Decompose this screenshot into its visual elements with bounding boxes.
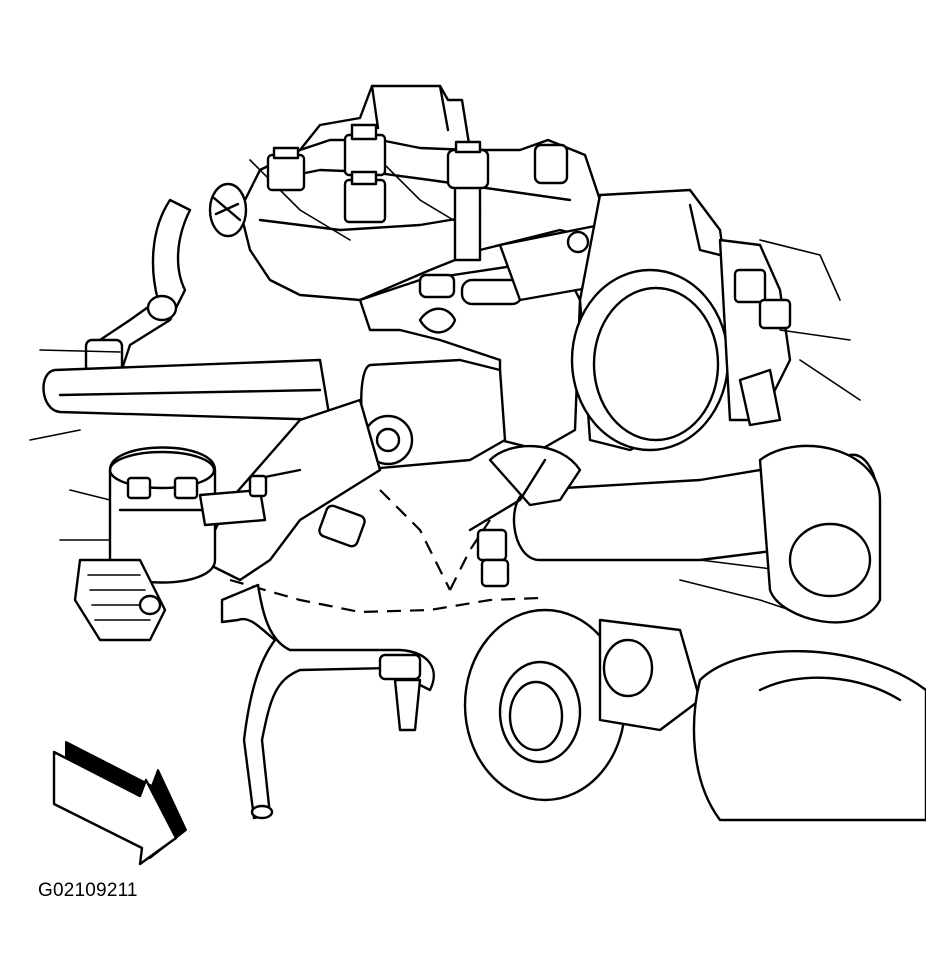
sensor-bosses bbox=[266, 123, 569, 262]
dashed-routing bbox=[229, 489, 541, 614]
right-bowl bbox=[758, 444, 882, 624]
hose-clamps bbox=[248, 458, 547, 588]
bypass-hose bbox=[220, 583, 435, 820]
figure-code: G02109211 bbox=[38, 880, 138, 901]
right-bracket bbox=[718, 238, 861, 427]
view-direction-arrow-icon bbox=[52, 741, 187, 866]
left-canister bbox=[59, 446, 267, 584]
filler-cap bbox=[208, 182, 248, 238]
throttle-body bbox=[358, 223, 607, 470]
left-pipe bbox=[29, 349, 332, 441]
center-hose bbox=[198, 398, 382, 582]
pulleys bbox=[463, 559, 926, 822]
air-inlet bbox=[570, 188, 772, 452]
left-upper-hose bbox=[84, 198, 192, 377]
lower-left-block bbox=[73, 558, 167, 642]
